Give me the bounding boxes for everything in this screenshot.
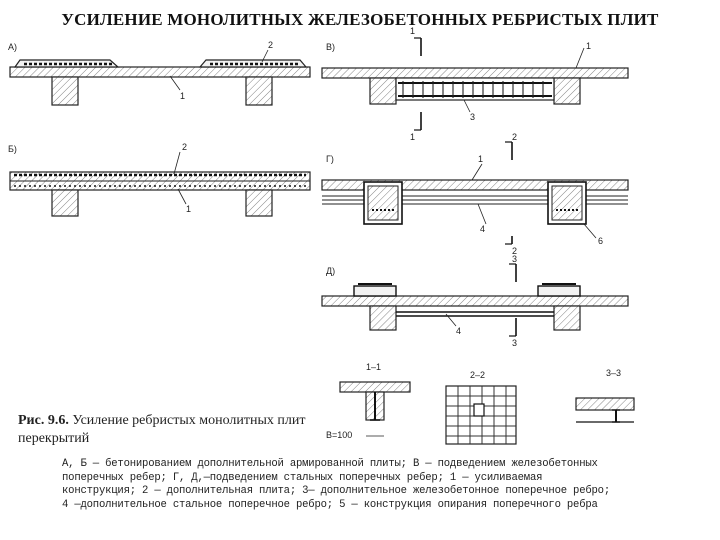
figure-legend: А, Б — бетонированием дополнительной арм… bbox=[62, 458, 610, 511]
panel-v-cut-1-top: 1 bbox=[410, 26, 415, 36]
slide-title: УСИЛЕНИЕ МОНОЛИТНЫХ ЖЕЛЕЗОБЕТОННЫХ РЕБРИ… bbox=[61, 10, 659, 29]
panel-d-drawing bbox=[321, 263, 629, 337]
section-1-1-drawing bbox=[339, 381, 411, 437]
panel-g-callout-1: 1 bbox=[478, 154, 483, 164]
panel-b-label: Б) bbox=[8, 144, 17, 154]
panel-g-drawing bbox=[321, 141, 629, 245]
section-2-2-drawing bbox=[445, 385, 517, 445]
section-3-3-drawing bbox=[575, 397, 635, 423]
panel-v-callout-1: 1 bbox=[586, 41, 591, 51]
panel-d-callout-4: 4 bbox=[456, 326, 461, 336]
panel-v-callout-3: 3 bbox=[470, 112, 475, 122]
panel-v-drawing bbox=[321, 37, 629, 131]
panel-a-drawing bbox=[9, 49, 311, 106]
panel-b-callout-2: 2 bbox=[182, 142, 187, 152]
panel-v-label: В) bbox=[326, 42, 335, 52]
figure-caption-text: Усиление ребристых монолитных плит перек… bbox=[18, 413, 306, 446]
panel-g-callout-4: 4 bbox=[480, 224, 485, 234]
panel-d-cut-3-bottom: 3 bbox=[512, 338, 517, 348]
panel-b-drawing bbox=[9, 151, 311, 217]
panel-g-callout-6: 6 bbox=[598, 236, 603, 246]
section-3-3-label: 3–3 bbox=[606, 368, 621, 378]
panel-d-label: Д) bbox=[326, 266, 335, 276]
panel-a-callout-2: 2 bbox=[268, 40, 273, 50]
figure-caption: Рис. 9.6. Усиление ребристых монолитных … bbox=[18, 412, 318, 448]
panel-d-cut-3-top: 3 bbox=[512, 254, 517, 264]
section-2-2-label: 2–2 bbox=[470, 370, 485, 380]
panel-g-cut-2-bottom: 2 bbox=[512, 246, 517, 256]
panel-g-cut-2-top: 2 bbox=[512, 132, 517, 142]
panel-a-callout-1: 1 bbox=[180, 91, 185, 101]
panel-g-label: Г) bbox=[326, 154, 334, 164]
panel-v-cut-1-bottom: 1 bbox=[410, 132, 415, 142]
figure-number: Рис. 9.6. bbox=[18, 413, 69, 428]
section-1-1-label: 1–1 bbox=[366, 362, 381, 372]
panel-b-callout-1: 1 bbox=[186, 204, 191, 214]
panel-a-label: А) bbox=[8, 42, 17, 52]
section-width-note: В=100 bbox=[326, 430, 352, 440]
